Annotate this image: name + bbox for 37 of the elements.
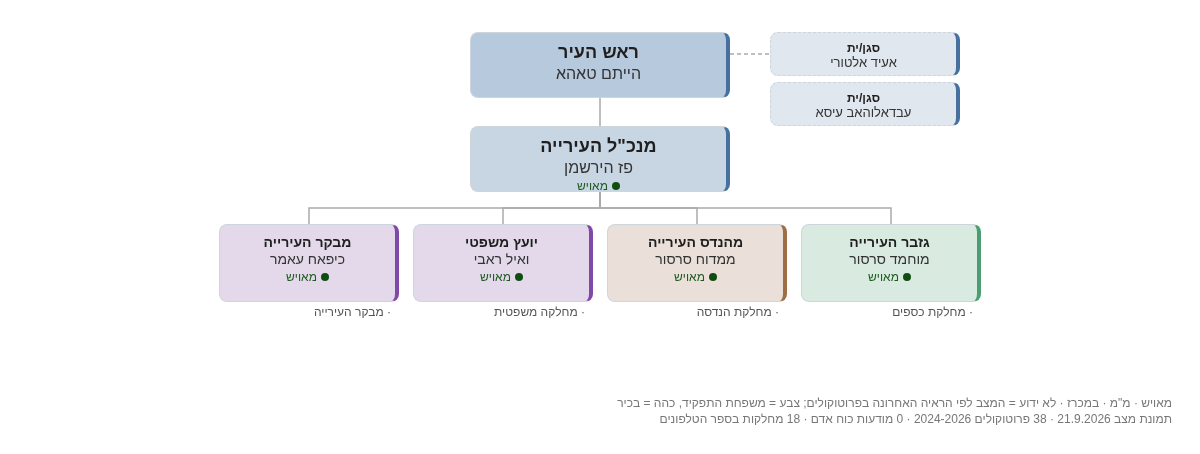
footnote: תמונת מצב 21.9.2026 · 38 פרוטוקולים 2024-2026 · 0 מודעות כוח אדם · 18 מחלקות בספר הטלפונים bbox=[659, 412, 1172, 426]
role-title: גזבר העירייה bbox=[849, 234, 930, 251]
department-note: · מחלקה משפטית bbox=[494, 305, 585, 319]
role-card bbox=[470, 32, 730, 98]
role-card bbox=[801, 224, 981, 302]
role-title: סגן/ית bbox=[846, 41, 881, 56]
department-note: · מחלקת הנדסה bbox=[696, 305, 779, 319]
department-note: · מחלקת כספים bbox=[892, 305, 973, 319]
role-card bbox=[770, 32, 960, 76]
connector-line bbox=[599, 97, 601, 127]
department-note: · מבקר העירייה bbox=[313, 305, 391, 319]
role-title: מהנדס העירייה bbox=[647, 234, 744, 251]
role-title: מנכ"ל העירייה bbox=[540, 136, 657, 158]
status-text: מאויש bbox=[868, 268, 899, 286]
person-name: עבדאלוהאב עיסא bbox=[815, 105, 912, 121]
status-text: מאויש bbox=[480, 268, 511, 286]
person-name: אעיד אלטורי bbox=[830, 55, 897, 71]
status-text: מאויש bbox=[674, 268, 705, 286]
status-text: מאויש bbox=[286, 268, 317, 286]
role-card bbox=[413, 224, 593, 302]
footnote: מאויש · מ"מ · במכרז · לא ידוע = המצב לפי הראיה האחרונה בפרוטוקולים; צבע = משפחת התפקיד, כהה = בכיר bbox=[617, 396, 1172, 410]
person-name: הייתם טאהא bbox=[555, 63, 642, 83]
role-title: יועץ משפטי bbox=[465, 234, 538, 251]
connector-line bbox=[729, 53, 771, 55]
status-text: מאויש bbox=[577, 177, 608, 195]
role-card bbox=[470, 126, 730, 192]
role-title: ראש העיר bbox=[558, 42, 639, 64]
person-name: ממדוח סרסור bbox=[655, 250, 736, 268]
role-card bbox=[219, 224, 399, 302]
role-title: מבקר העירייה bbox=[263, 234, 352, 251]
role-card bbox=[607, 224, 787, 302]
person-name: כיפאח עאמר bbox=[269, 250, 346, 268]
person-name: מוחמד סרסור bbox=[849, 250, 930, 268]
role-card bbox=[770, 82, 960, 126]
role-title: סגן/ית bbox=[846, 91, 881, 106]
person-name: פז הירשמן bbox=[564, 157, 634, 177]
person-name: ואיל ראבי bbox=[473, 250, 530, 268]
